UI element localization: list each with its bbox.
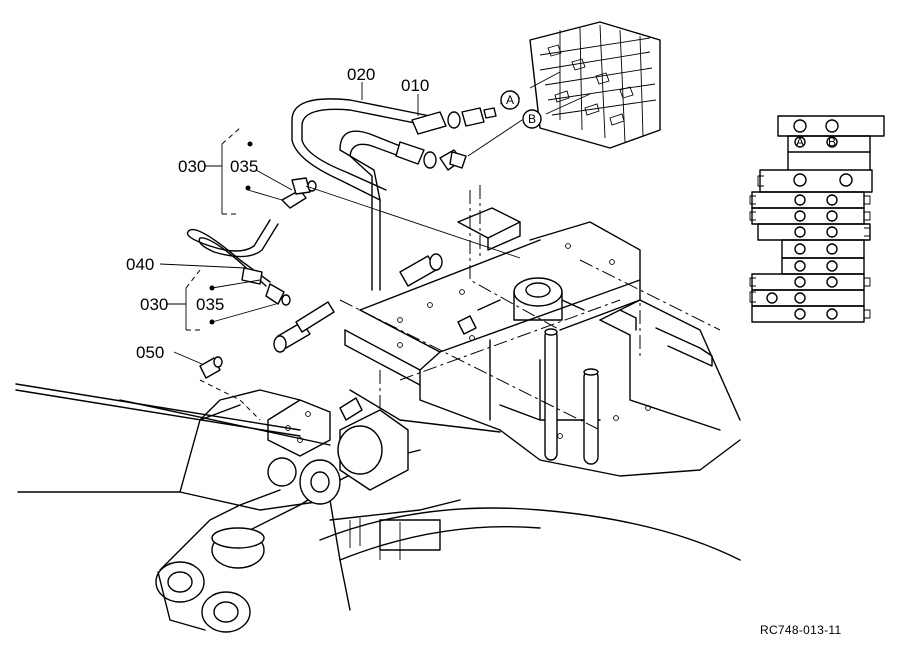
part-label-020: 020 <box>347 65 375 84</box>
port-marker-a <box>794 136 806 148</box>
boom-swing-bracket <box>15 379 461 633</box>
fitting-frame-connectors <box>273 253 477 421</box>
undercarriage <box>319 507 741 561</box>
port-callouts: A B <box>500 90 542 129</box>
fitting-035-upper <box>281 177 317 209</box>
part-label-050: 050 <box>136 343 164 362</box>
part-label-035-lower: 035 <box>196 295 224 314</box>
fitting-020 <box>395 141 467 171</box>
part-labels: 020 010 030 035 040 030 035 050 <box>126 65 429 362</box>
hose-010 <box>339 130 411 291</box>
section-port-label-b: B <box>828 135 836 149</box>
port-callout-b-label: B <box>528 112 536 126</box>
valve-section-view: A B <box>749 115 885 323</box>
fitting-035-lower <box>241 267 291 306</box>
port-callout-b-circle <box>522 109 542 129</box>
hose-040 <box>186 219 279 287</box>
section-port-label-a: A <box>796 135 804 149</box>
port-callout-a-circle <box>500 90 520 110</box>
part-label-030-lower: 030 <box>140 295 168 314</box>
fitting-010 <box>411 107 497 135</box>
port-callout-a-label: A <box>506 93 514 107</box>
drawing-code: RC748-013-11 <box>760 623 841 637</box>
part-label-040: 040 <box>126 255 154 274</box>
leader-lines <box>159 71 591 365</box>
part-label-035-upper: 035 <box>230 157 258 176</box>
control-valve-block <box>529 21 661 149</box>
hose-020 <box>291 98 441 201</box>
swing-frame <box>339 185 741 477</box>
part-label-010: 010 <box>401 76 429 95</box>
fitting-050 <box>199 356 223 379</box>
part-label-030-upper: 030 <box>178 157 206 176</box>
port-marker-b <box>826 136 838 148</box>
